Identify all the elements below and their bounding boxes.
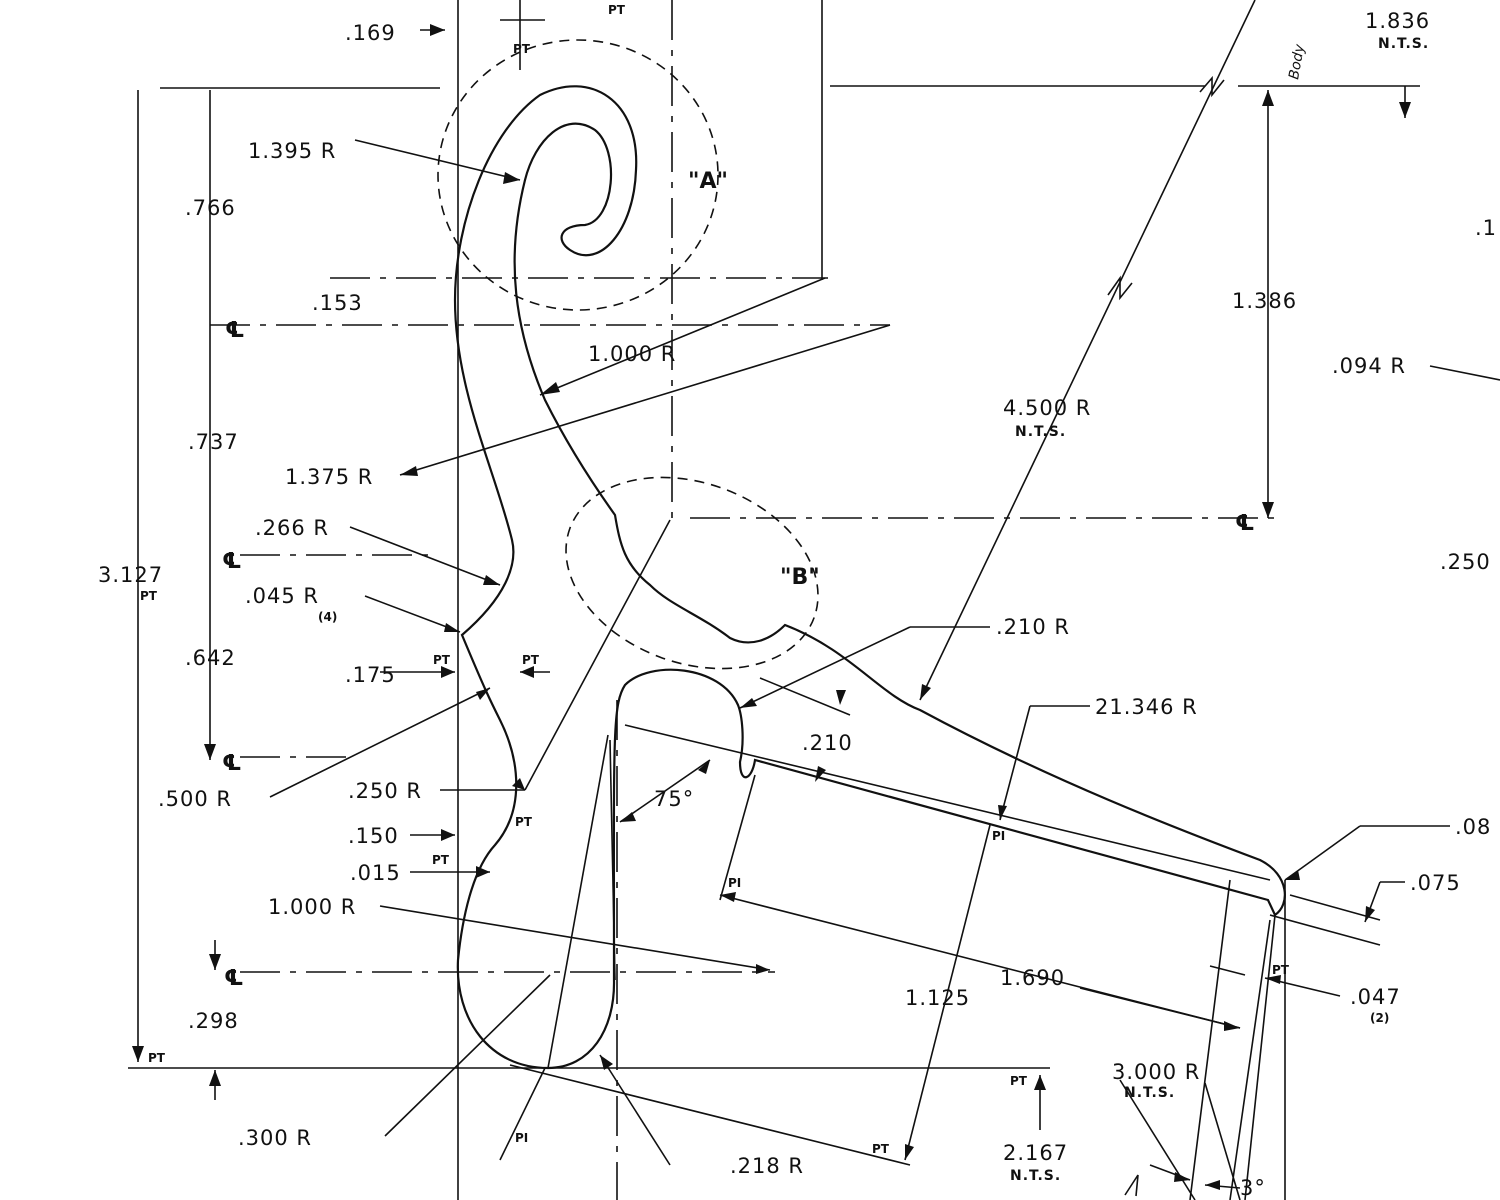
pt-047: PT	[1272, 963, 1290, 977]
detail-a-circle	[437, 39, 719, 311]
centerline-symbols: ℄ ℄ ℄ ℄ ℄	[222, 318, 1255, 991]
dim-4500r-nts: N.T.S.	[1015, 424, 1066, 440]
pi-left: PI	[728, 876, 741, 890]
dim-766: .766	[185, 196, 236, 220]
dim-737: .737	[188, 430, 239, 454]
dim-169: .169	[345, 21, 396, 45]
dim-1-edge: .1	[1475, 216, 1497, 240]
svg-text:℄: ℄	[222, 549, 242, 574]
dim-1395r: 1.395 R	[248, 139, 336, 163]
dim-250r: .250 R	[348, 779, 422, 803]
pt-bottom-mid: PT	[1010, 1074, 1028, 1088]
dim-642: .642	[185, 646, 236, 670]
dim-153: .153	[312, 291, 363, 315]
dim-500r: .500 R	[158, 787, 232, 811]
svg-text:℄: ℄	[1235, 511, 1255, 536]
dim-3127-pt: PT	[140, 589, 158, 603]
dim-1836-nts: N.T.S.	[1378, 36, 1429, 52]
pt-175-right: PT	[522, 653, 540, 667]
dim-175: .175	[345, 663, 396, 687]
dim-1836: 1.836	[1365, 9, 1430, 33]
pt-175-left: PT	[433, 653, 451, 667]
dim-075: .075	[1410, 871, 1461, 895]
dim-1125: 1.125	[905, 986, 970, 1010]
reference-lines	[128, 0, 1420, 1200]
pi-bottom: PI	[515, 1131, 528, 1145]
dim-1000r-top: 1.000 R	[588, 342, 676, 366]
dim-1000r-bottom: 1.000 R	[268, 895, 356, 919]
detail-a-callout: "A"	[688, 169, 728, 194]
radius-leaders	[209, 0, 1500, 1200]
svg-text:℄: ℄	[222, 751, 242, 776]
pt-bottom-right: PT	[872, 1142, 890, 1156]
dim-08: .08	[1455, 815, 1491, 839]
dim-2167-nts: N.T.S.	[1010, 1168, 1061, 1184]
arrowheads	[132, 24, 1411, 1190]
inner-lines	[499, 724, 1381, 1200]
dim-047: .047	[1350, 985, 1401, 1009]
pt-bottom-left: PT	[148, 1051, 166, 1065]
pt-top: PT	[608, 3, 626, 17]
dim-1690: 1.690	[1000, 966, 1065, 990]
pt-top-left: PT	[513, 42, 531, 56]
dim-3000r-nts: N.T.S.	[1124, 1085, 1175, 1101]
dim-045r-qty: (4)	[318, 610, 337, 624]
dim-094r: .094 R	[1332, 354, 1406, 378]
dim-300r: .300 R	[238, 1126, 312, 1150]
dim-266r: .266 R	[255, 516, 329, 540]
detail-b-circle	[565, 476, 819, 670]
svg-text:℄: ℄	[224, 966, 244, 991]
detail-b-callout: "B"	[780, 565, 820, 590]
dim-75deg: 75°	[654, 787, 694, 811]
dim-3127: 3.127	[98, 563, 163, 587]
centerlines	[210, 0, 1280, 1200]
part-outline	[453, 85, 1286, 1070]
dim-218r: .218 R	[730, 1154, 804, 1178]
dim-3deg: 3°	[1240, 1176, 1266, 1200]
dim-21346r: 21.346 R	[1095, 695, 1198, 719]
dim-047-qty: (2)	[1370, 1011, 1389, 1025]
dim-2167: 2.167	[1003, 1141, 1068, 1165]
dim-210: .210	[802, 731, 853, 755]
dim-3000r: 3.000 R	[1112, 1060, 1200, 1084]
dim-4500r: 4.500 R	[1003, 396, 1091, 420]
svg-text:℄: ℄	[225, 318, 245, 343]
pi-upper: PI	[992, 829, 1005, 843]
dim-210r: .210 R	[996, 615, 1070, 639]
dim-150: .150	[348, 824, 399, 848]
dim-298: .298	[188, 1009, 239, 1033]
dim-250-right: .250	[1440, 550, 1491, 574]
break-marks	[1107, 75, 1225, 1197]
dim-1375r: 1.375 R	[285, 465, 373, 489]
dim-045r: .045 R	[245, 584, 319, 608]
dim-1386: 1.386	[1232, 289, 1297, 313]
dim-015: .015	[350, 861, 401, 885]
pt-150: PT	[515, 815, 533, 829]
pt-015: PT	[432, 853, 450, 867]
body-note: Body	[1286, 42, 1308, 80]
